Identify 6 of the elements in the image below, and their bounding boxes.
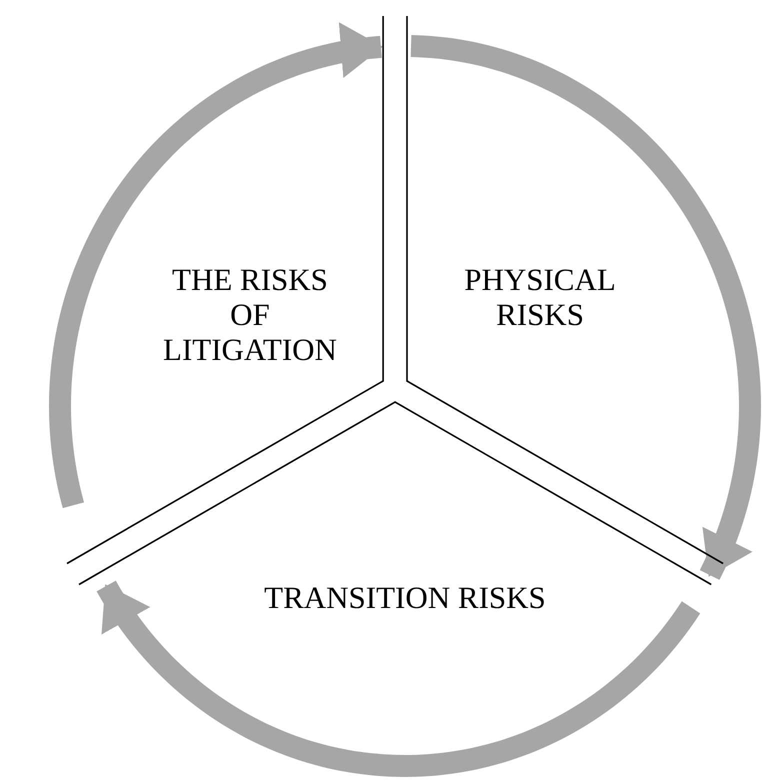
curved-arrow: [96, 580, 700, 777]
sector-label: TRANSITION RISKS: [263, 580, 547, 615]
sector-label: THE RISKS OF LITIGATION: [162, 262, 338, 367]
curved-arrow: [49, 22, 383, 508]
curved-arrow: [410, 35, 761, 580]
sector-label: PHYSICAL RISKS: [463, 262, 617, 332]
